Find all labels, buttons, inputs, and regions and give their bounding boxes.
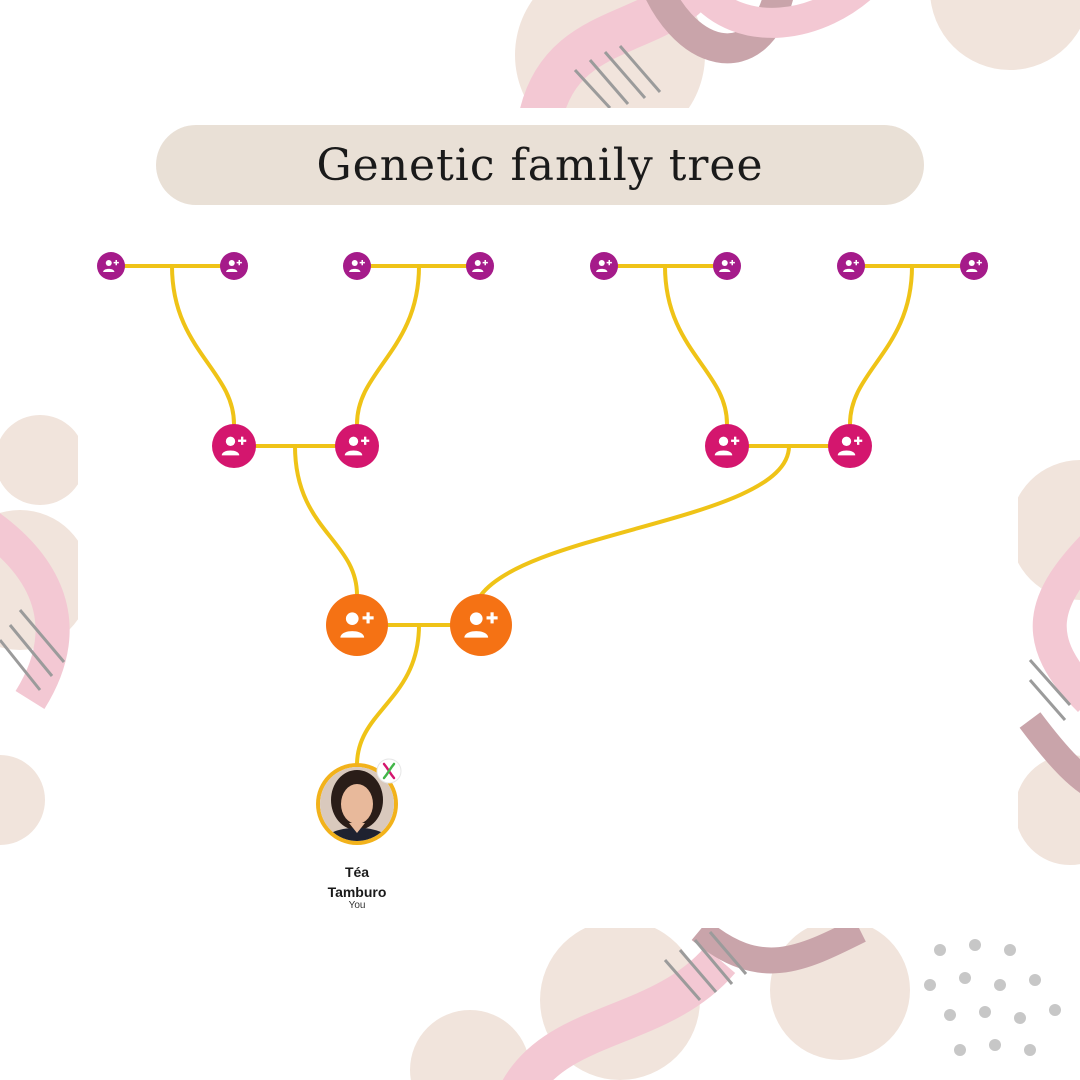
great-grandparents-row [97, 252, 988, 280]
you-label: You [348, 900, 366, 911]
content-panel [78, 108, 1018, 928]
you-last-name: Tamburo [327, 884, 387, 900]
you-name: Téa Tamburo [300, 862, 414, 902]
you-node[interactable] [316, 758, 402, 845]
parent-node[interactable] [450, 594, 512, 656]
great-grandparent-node[interactable] [97, 252, 125, 280]
grandparent-node[interactable] [335, 424, 379, 468]
you-first-name: Téa [344, 864, 370, 880]
descent-line [170, 264, 236, 426]
great-grandparent-node[interactable] [713, 252, 741, 280]
parents-row [326, 594, 512, 656]
grandparent-node[interactable] [705, 424, 749, 468]
descent-line [479, 444, 791, 597]
grandparent-node[interactable] [828, 424, 872, 468]
great-grandparent-node[interactable] [466, 252, 494, 280]
dna-decoration-left [0, 415, 78, 845]
grandparents-row [212, 424, 872, 468]
great-grandparent-node[interactable] [960, 252, 988, 280]
dna-icon [376, 758, 402, 784]
grandparent-node[interactable] [212, 424, 256, 468]
great-grandparent-node[interactable] [220, 252, 248, 280]
dna-decoration-bottom [410, 928, 1061, 1080]
descent-line [293, 444, 359, 597]
title-banner: Genetic family tree [156, 125, 924, 205]
descent-line [848, 264, 914, 426]
parent-node[interactable] [326, 594, 388, 656]
great-grandparent-node[interactable] [837, 252, 865, 280]
dna-decoration-right [1018, 460, 1080, 865]
great-grandparent-node[interactable] [343, 252, 371, 280]
page-title: Genetic family tree [316, 139, 764, 191]
descent-line [355, 264, 421, 426]
descent-line [663, 264, 729, 426]
great-grandparent-node[interactable] [590, 252, 618, 280]
descent-line [355, 623, 421, 767]
connector-lines [109, 264, 976, 767]
dna-decoration-top [515, 0, 1080, 108]
